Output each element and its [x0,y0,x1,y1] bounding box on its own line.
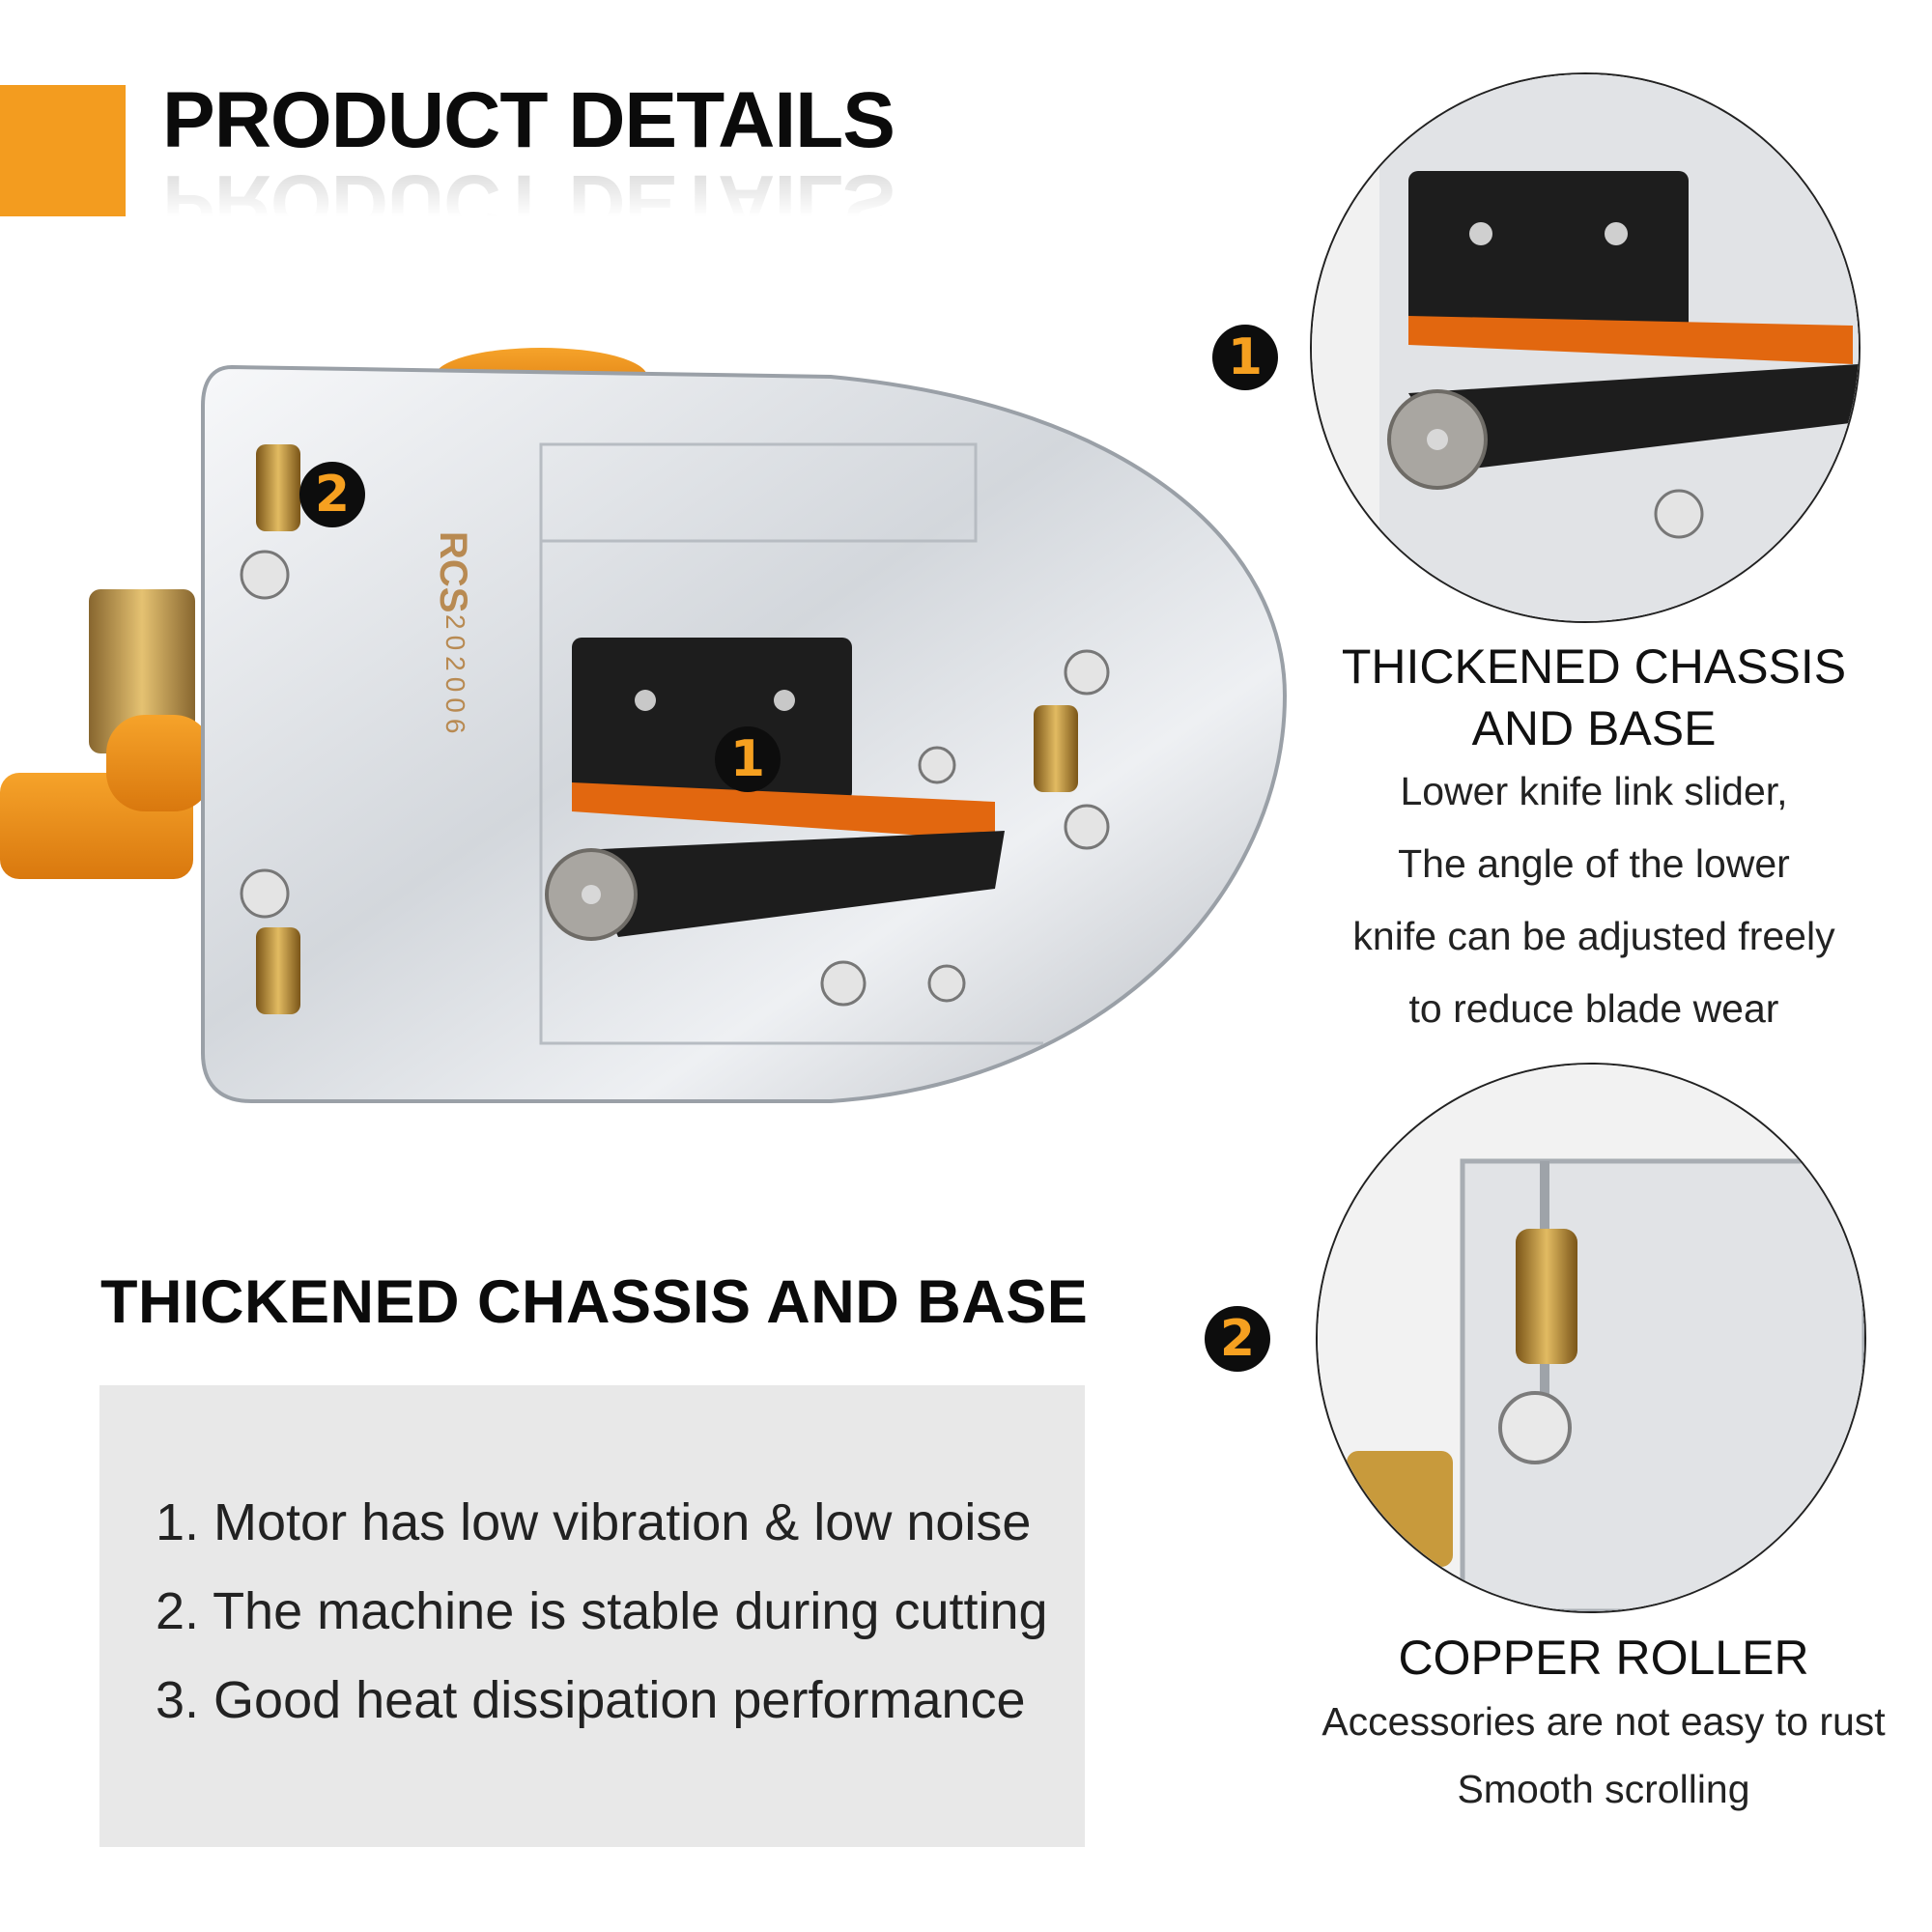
detail-1-body-line-4: to reduce blade wear [1408,986,1779,1032]
feature-item: 1. Motor has low vibration & low noise [156,1493,1032,1551]
detail-1-title-line-2: AND BASE [1471,701,1717,755]
engraving: RCS [432,531,474,612]
product-illustration: RCS 202006 [0,348,1288,1103]
upper-blade [572,638,852,802]
detail-2-marker: 2 [1205,1306,1270,1372]
features-list: 1. Motor has low vibration & low noise 2… [156,1478,1048,1745]
page-title: PRODUCT DETAILS [162,76,895,164]
detail-2-title: COPPER ROLLER [1398,1631,1809,1685]
feature-item: 2. The machine is stable during cutting [156,1582,1048,1640]
blade-icon [1312,74,1859,621]
copper-roller-icon [256,444,1078,1014]
screw-icon [240,550,1110,1007]
copper-roller-detail [1318,1065,1864,1611]
detail-1-zoom [1310,72,1861,623]
detail-2-body-line-2: Smooth scrolling [1457,1766,1750,1811]
detail-2-zoom [1316,1063,1866,1613]
features-panel: 1. Motor has low vibration & low noise 2… [99,1385,1085,1847]
marker-1: 1 [715,726,781,792]
lower-blade [580,831,1005,937]
feature-item: 3. Good heat dissipation performance [156,1671,1026,1729]
marker-2: 2 [299,462,365,527]
svg-text:202006: 202006 [440,614,470,739]
detail-1-title-line-1: THICKENED CHASSIS [1341,639,1847,694]
accent-block [0,85,126,216]
detail-1-body-line-3: knife can be adjusted freely [1352,914,1835,959]
page-title-reflection: PRODUCT DETAILS [162,158,895,246]
detail-1-marker: 1 [1212,325,1278,390]
detail-2-caption: COPPER ROLLER Accessories are not easy t… [1294,1627,1913,1823]
detail-1-body-line-2: The angle of the lower [1398,841,1790,887]
detail-2-body-line-1: Accessories are not easy to rust [1321,1699,1886,1744]
detail-1-body-line-1: Lower knife link slider, [1400,769,1788,813]
detail-1-caption: THICKENED CHASSIS AND BASE Lower knife l… [1304,636,1884,1045]
section-heading: THICKENED CHASSIS AND BASE [100,1268,1089,1336]
